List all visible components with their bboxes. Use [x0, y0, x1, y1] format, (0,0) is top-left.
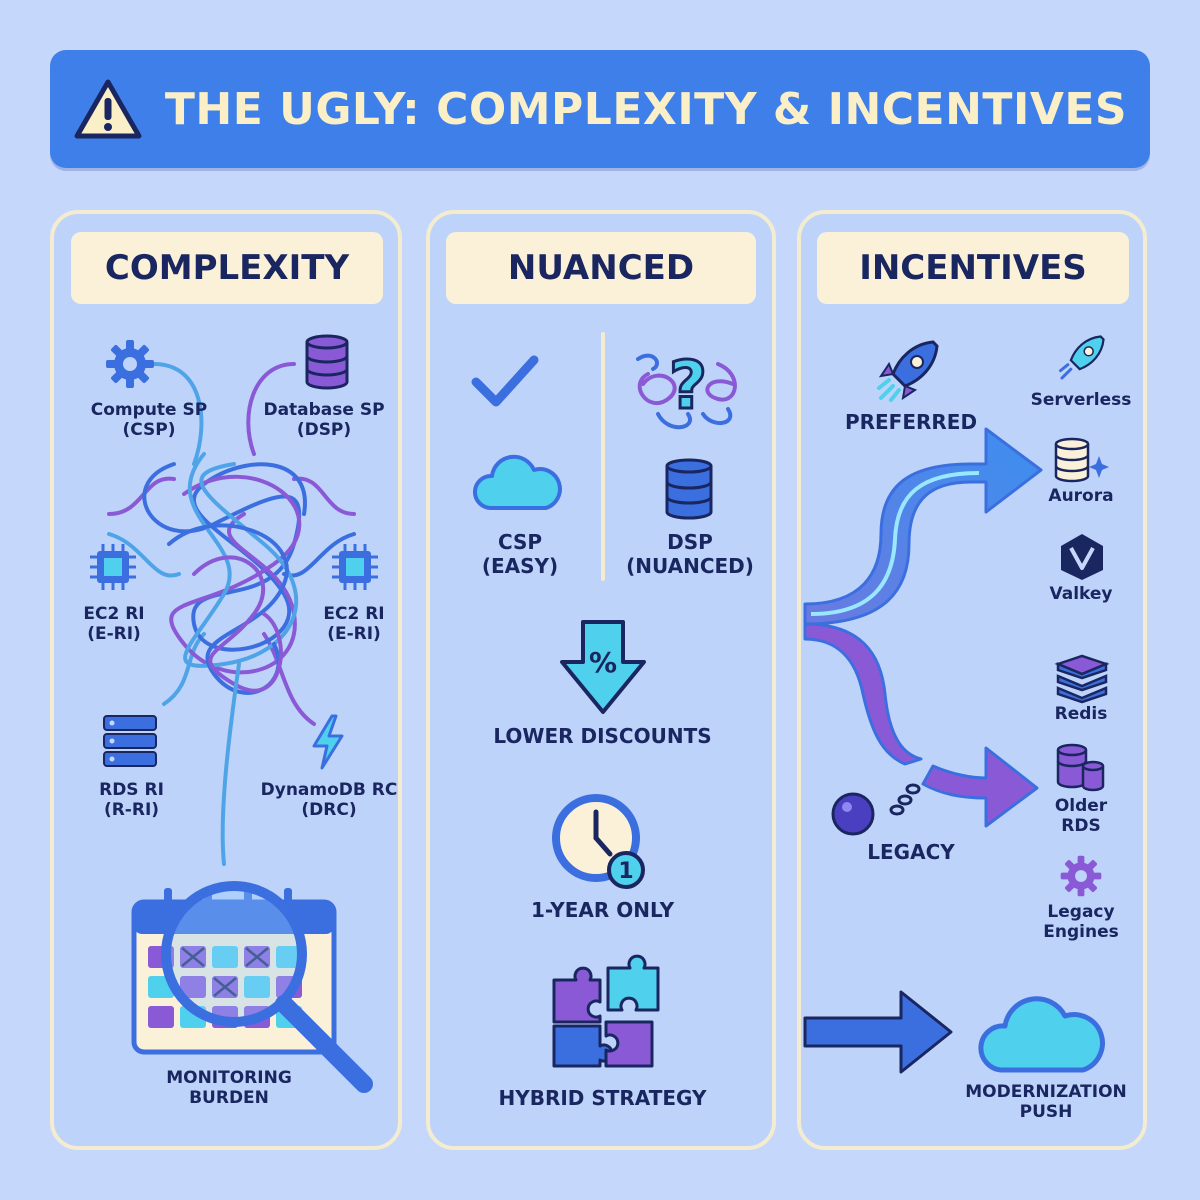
database-icon — [665, 458, 713, 520]
valkey-label: Valkey — [1049, 584, 1113, 604]
legacy-label: LEGACY — [867, 840, 955, 864]
redis-stack-icon — [1054, 654, 1110, 704]
redis-label: Redis — [1054, 704, 1108, 724]
csp-easy-label: CSP (EASY) — [481, 530, 559, 578]
legacy-engines-label: Legacy Engines — [1043, 902, 1119, 943]
ec2-ri-right-label: EC2 RI (E-RI) — [323, 604, 385, 645]
chip-icon — [332, 544, 378, 590]
lightning-icon — [312, 714, 344, 770]
svg-text:1: 1 — [618, 859, 633, 884]
tangled-threads-graphic — [107, 362, 356, 866]
preferred-label: PREFERRED — [844, 410, 978, 434]
question-tangle-icon: ? — [636, 346, 737, 430]
rocket-icon — [877, 340, 939, 402]
clock-icon: 1 — [552, 794, 645, 889]
database-sp-label: Database SP (DSP) — [263, 400, 385, 441]
complexity-title: COMPLEXITY — [71, 232, 383, 304]
lower-discounts-label: LOWER DISCOUNTS — [493, 724, 712, 748]
server-rack-icon — [103, 715, 157, 767]
checkmark-icon — [471, 355, 539, 407]
cloud-icon — [978, 996, 1105, 1073]
fork-arrows-graphic — [803, 427, 1043, 1074]
rocket-icon — [1058, 335, 1105, 380]
serverless-label: Serverless — [1030, 390, 1132, 410]
nuanced-title: NUANCED — [446, 232, 756, 304]
divider — [601, 332, 605, 581]
magnifier-calendar-icon — [131, 881, 373, 1093]
puzzle-icon — [552, 954, 660, 1068]
dsp-nuanced-label: DSP (NUANCED) — [626, 530, 754, 578]
aurora-label: Aurora — [1048, 486, 1114, 506]
down-arrow-percent-icon: % — [560, 620, 646, 714]
title-banner: THE UGLY: COMPLEXITY & INCENTIVES — [50, 50, 1150, 168]
database-icon — [1056, 743, 1105, 792]
older-rds-label: Older RDS — [1054, 796, 1108, 837]
incentives-panel: INCENTIVES PREFERRED — [797, 210, 1147, 1150]
warning-triangle-icon — [74, 79, 142, 139]
database-sparkle-icon — [1054, 437, 1109, 483]
dynamodb-rc-label: DynamoDB RC (DRC) — [260, 780, 398, 821]
valkey-icon — [1061, 534, 1103, 580]
monitoring-burden-label: MONITORING BURDEN — [166, 1068, 292, 1109]
ec2-ri-left-label: EC2 RI (E-RI) — [83, 604, 145, 645]
svg-text:?: ? — [669, 347, 707, 424]
chip-icon — [90, 544, 136, 590]
rds-ri-label: RDS RI (R-RI) — [99, 780, 164, 821]
gear-icon — [1060, 855, 1102, 897]
cloud-icon — [473, 454, 562, 510]
svg-text:%: % — [589, 646, 617, 679]
gear-icon — [106, 340, 154, 388]
modernization-push-label: MODERNIZATION PUSH — [965, 1082, 1127, 1123]
page-title: THE UGLY: COMPLEXITY & INCENTIVES — [164, 83, 1128, 135]
compute-sp-label: Compute SP (CSP) — [90, 400, 208, 441]
complexity-panel: COMPLEXITY — [50, 210, 402, 1150]
database-icon — [305, 334, 349, 390]
nuanced-panel: NUANCED CSP (EASY) ? DSP — [426, 210, 776, 1150]
one-year-only-label: 1-YEAR ONLY — [530, 898, 675, 922]
hybrid-strategy-label: HYBRID STRATEGY — [498, 1086, 707, 1110]
incentives-title: INCENTIVES — [817, 232, 1129, 304]
